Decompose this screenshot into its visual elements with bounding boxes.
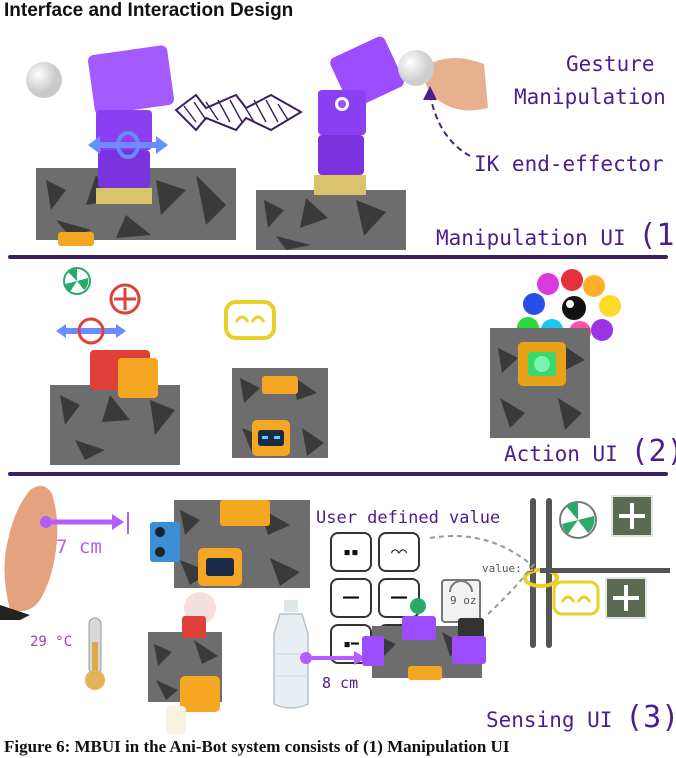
water-bottle-image xyxy=(273,600,309,709)
distance-arrow-bottle xyxy=(300,651,366,665)
ik-pointer-arrow xyxy=(423,86,471,157)
rotate-handle-icon[interactable] xyxy=(88,130,168,160)
face-robot-image xyxy=(232,368,328,458)
temperature-robot-image xyxy=(148,592,222,734)
hand-distance-label: 7 cm xyxy=(56,536,102,558)
action-panel: ▪▪ ⌒⌒ ━━ ━━ ▪━ ━━ Action UI (2) xyxy=(0,260,676,664)
bottle-distance-label: 8 cm xyxy=(322,674,359,692)
gesture-manipulation-label-2: Manipulation xyxy=(514,85,666,109)
add-eyebrow-button[interactable] xyxy=(605,577,647,619)
section-title: Interface and Interaction Design xyxy=(4,0,294,21)
gesture-manipulation-label: Gesture xyxy=(566,52,655,76)
sensing-ui-label-text: Sensing UI xyxy=(486,708,613,732)
user-defined-value-label: User defined value xyxy=(316,508,501,528)
weight-dashed-connector xyxy=(487,563,535,615)
sensing-panel: 7 cm User defined value value: 5 xyxy=(0,478,676,736)
figure-caption: Figure 6: MBUI in the Ani-Bot system con… xyxy=(4,737,510,756)
face-option-2[interactable]: ⌒⌒ xyxy=(378,532,420,572)
add-fan-button[interactable] xyxy=(611,495,653,537)
led-robot-image xyxy=(490,328,590,438)
manipulation-panel: Gesture Manipulation IK end-effector Man… xyxy=(0,0,676,255)
robot-before-image xyxy=(36,45,236,246)
face-option-1[interactable]: ▪▪ xyxy=(330,532,372,572)
ultrasonic-robot-image xyxy=(150,500,310,588)
sensing-ui-label: Sensing UI (3) xyxy=(486,700,676,735)
propeller-rotate-handle-icon[interactable] xyxy=(56,316,126,346)
transition-arrow-icon xyxy=(174,93,303,132)
manipulation-ui-label-number: (1) xyxy=(638,218,676,253)
temperature-label: 29 °C xyxy=(30,634,73,650)
sensing-ui-label-number: (3) xyxy=(625,700,676,735)
robot-after-image xyxy=(256,36,406,250)
thermometer-icon xyxy=(85,617,105,690)
weight-label: 9 oz xyxy=(450,594,477,607)
user-value-dashed-connector xyxy=(429,535,536,569)
distance-arrow-hand xyxy=(40,512,129,534)
slider-value-label: value: 5 xyxy=(482,562,535,575)
divider-2 xyxy=(8,472,668,476)
face-option-4[interactable]: ━━ xyxy=(378,578,420,618)
propeller-robot-image xyxy=(50,350,180,465)
eyebrow-option-icon[interactable] xyxy=(552,580,600,616)
hand-holding-sphere-image xyxy=(398,50,488,111)
fan-green-icon[interactable] xyxy=(60,266,94,296)
eyebrow-hologram-icon[interactable] xyxy=(224,300,276,340)
value-slider-control[interactable] xyxy=(520,498,574,648)
white-sphere-icon[interactable] xyxy=(24,60,64,100)
fan-option-icon[interactable] xyxy=(556,498,600,542)
option-divider-lines xyxy=(540,568,670,573)
manipulation-ui-label-text: Manipulation UI xyxy=(436,226,626,250)
sensing-robot-image xyxy=(362,598,486,680)
manipulation-ui-label: Manipulation UI (1) xyxy=(436,218,676,253)
action-ui-label-text: Action UI xyxy=(504,442,618,466)
ik-end-effector-label: IK end-effector xyxy=(474,152,664,176)
action-ui-label: Action UI (2) xyxy=(504,434,676,469)
divider-1 xyxy=(8,255,668,259)
propeller-red-icon[interactable] xyxy=(108,282,142,316)
face-option-3[interactable]: ━━ xyxy=(330,578,372,618)
action-ui-label-number: (2) xyxy=(630,434,676,469)
